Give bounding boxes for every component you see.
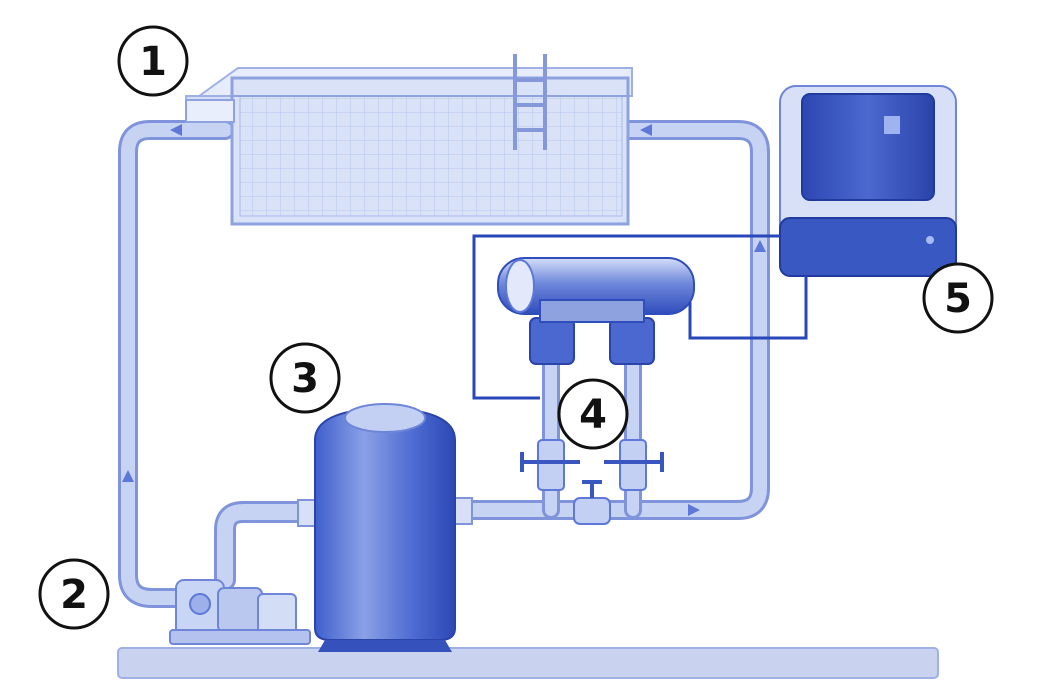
valve-left bbox=[520, 439, 580, 491]
valves bbox=[520, 439, 664, 525]
callout-1: 1 bbox=[117, 25, 189, 97]
pump bbox=[169, 579, 311, 645]
electrolysis-cell bbox=[497, 257, 695, 365]
pool bbox=[185, 54, 633, 226]
valve-bypass bbox=[573, 480, 611, 525]
flow-arrows bbox=[122, 124, 766, 516]
controller-cables bbox=[472, 234, 808, 400]
callout-4-label: 4 bbox=[579, 392, 607, 438]
pool-skimmer bbox=[185, 99, 235, 123]
callout-3-label: 3 bbox=[291, 356, 319, 402]
filter-tank bbox=[297, 403, 473, 652]
callout-1-label: 1 bbox=[139, 39, 167, 85]
pipe-left-return bbox=[118, 120, 235, 608]
pipe-network bbox=[118, 120, 770, 608]
valve-right bbox=[604, 439, 664, 491]
pool-ladder bbox=[513, 54, 547, 150]
callout-3: 3 bbox=[269, 342, 341, 414]
controller-unit bbox=[779, 85, 957, 277]
ground-slab bbox=[117, 647, 939, 679]
callout-5: 5 bbox=[922, 262, 994, 334]
callout-4: 4 bbox=[557, 378, 629, 450]
callout-2: 2 bbox=[38, 558, 110, 630]
callout-2-label: 2 bbox=[60, 572, 88, 618]
callout-5-label: 5 bbox=[944, 276, 972, 322]
